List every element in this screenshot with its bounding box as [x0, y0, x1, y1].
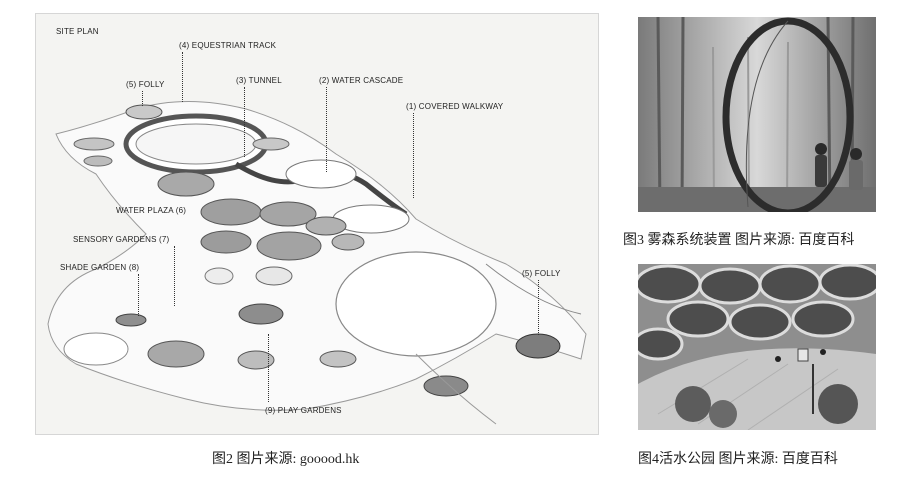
label-water-cascade: (2) WATER CASCADE	[319, 76, 404, 85]
label-play-gardens: (9) PLAY GARDENS	[265, 406, 342, 415]
leader-folly-top	[142, 91, 143, 106]
label-shade-garden: SHADE GARDEN (8)	[60, 263, 140, 272]
site-plan-figure: SITE PLAN (4) EQUESTRIAN TRACK (5) FOLLY…	[35, 13, 599, 435]
label-folly-right: (5) FOLLY	[522, 269, 561, 278]
label-sensory-gardens: SENSORY GARDENS (7)	[73, 235, 170, 244]
label-covered-walkway: (1) COVERED WALKWAY	[406, 102, 504, 111]
label-tunnel: (3) TUNNEL	[236, 76, 282, 85]
leader-play	[268, 334, 269, 402]
label-water-plaza: WATER PLAZA (6)	[116, 206, 187, 215]
leader-shade	[138, 274, 139, 316]
caption-fig3: 图3 雾森系统装置 图片来源: 百度百科	[623, 233, 855, 248]
label-equestrian-track: (4) EQUESTRIAN TRACK	[179, 41, 277, 50]
leader-equestrian	[182, 52, 183, 102]
caption-fig2: 图2 图片来源: gooood.hk	[212, 452, 360, 467]
site-plan-title: SITE PLAN	[56, 27, 99, 36]
leader-sensory	[174, 246, 175, 306]
leader-folly-right	[538, 280, 539, 335]
leader-walkway	[413, 113, 414, 198]
leader-cascade	[326, 87, 327, 172]
label-folly-top: (5) FOLLY	[126, 80, 165, 89]
photo-living-water-park	[638, 264, 876, 430]
photo-mist-ring	[638, 17, 876, 212]
caption-fig4: 图4活水公园 图片来源: 百度百科	[638, 452, 838, 467]
leader-tunnel	[244, 87, 245, 157]
site-plan-drawing	[47, 101, 587, 425]
